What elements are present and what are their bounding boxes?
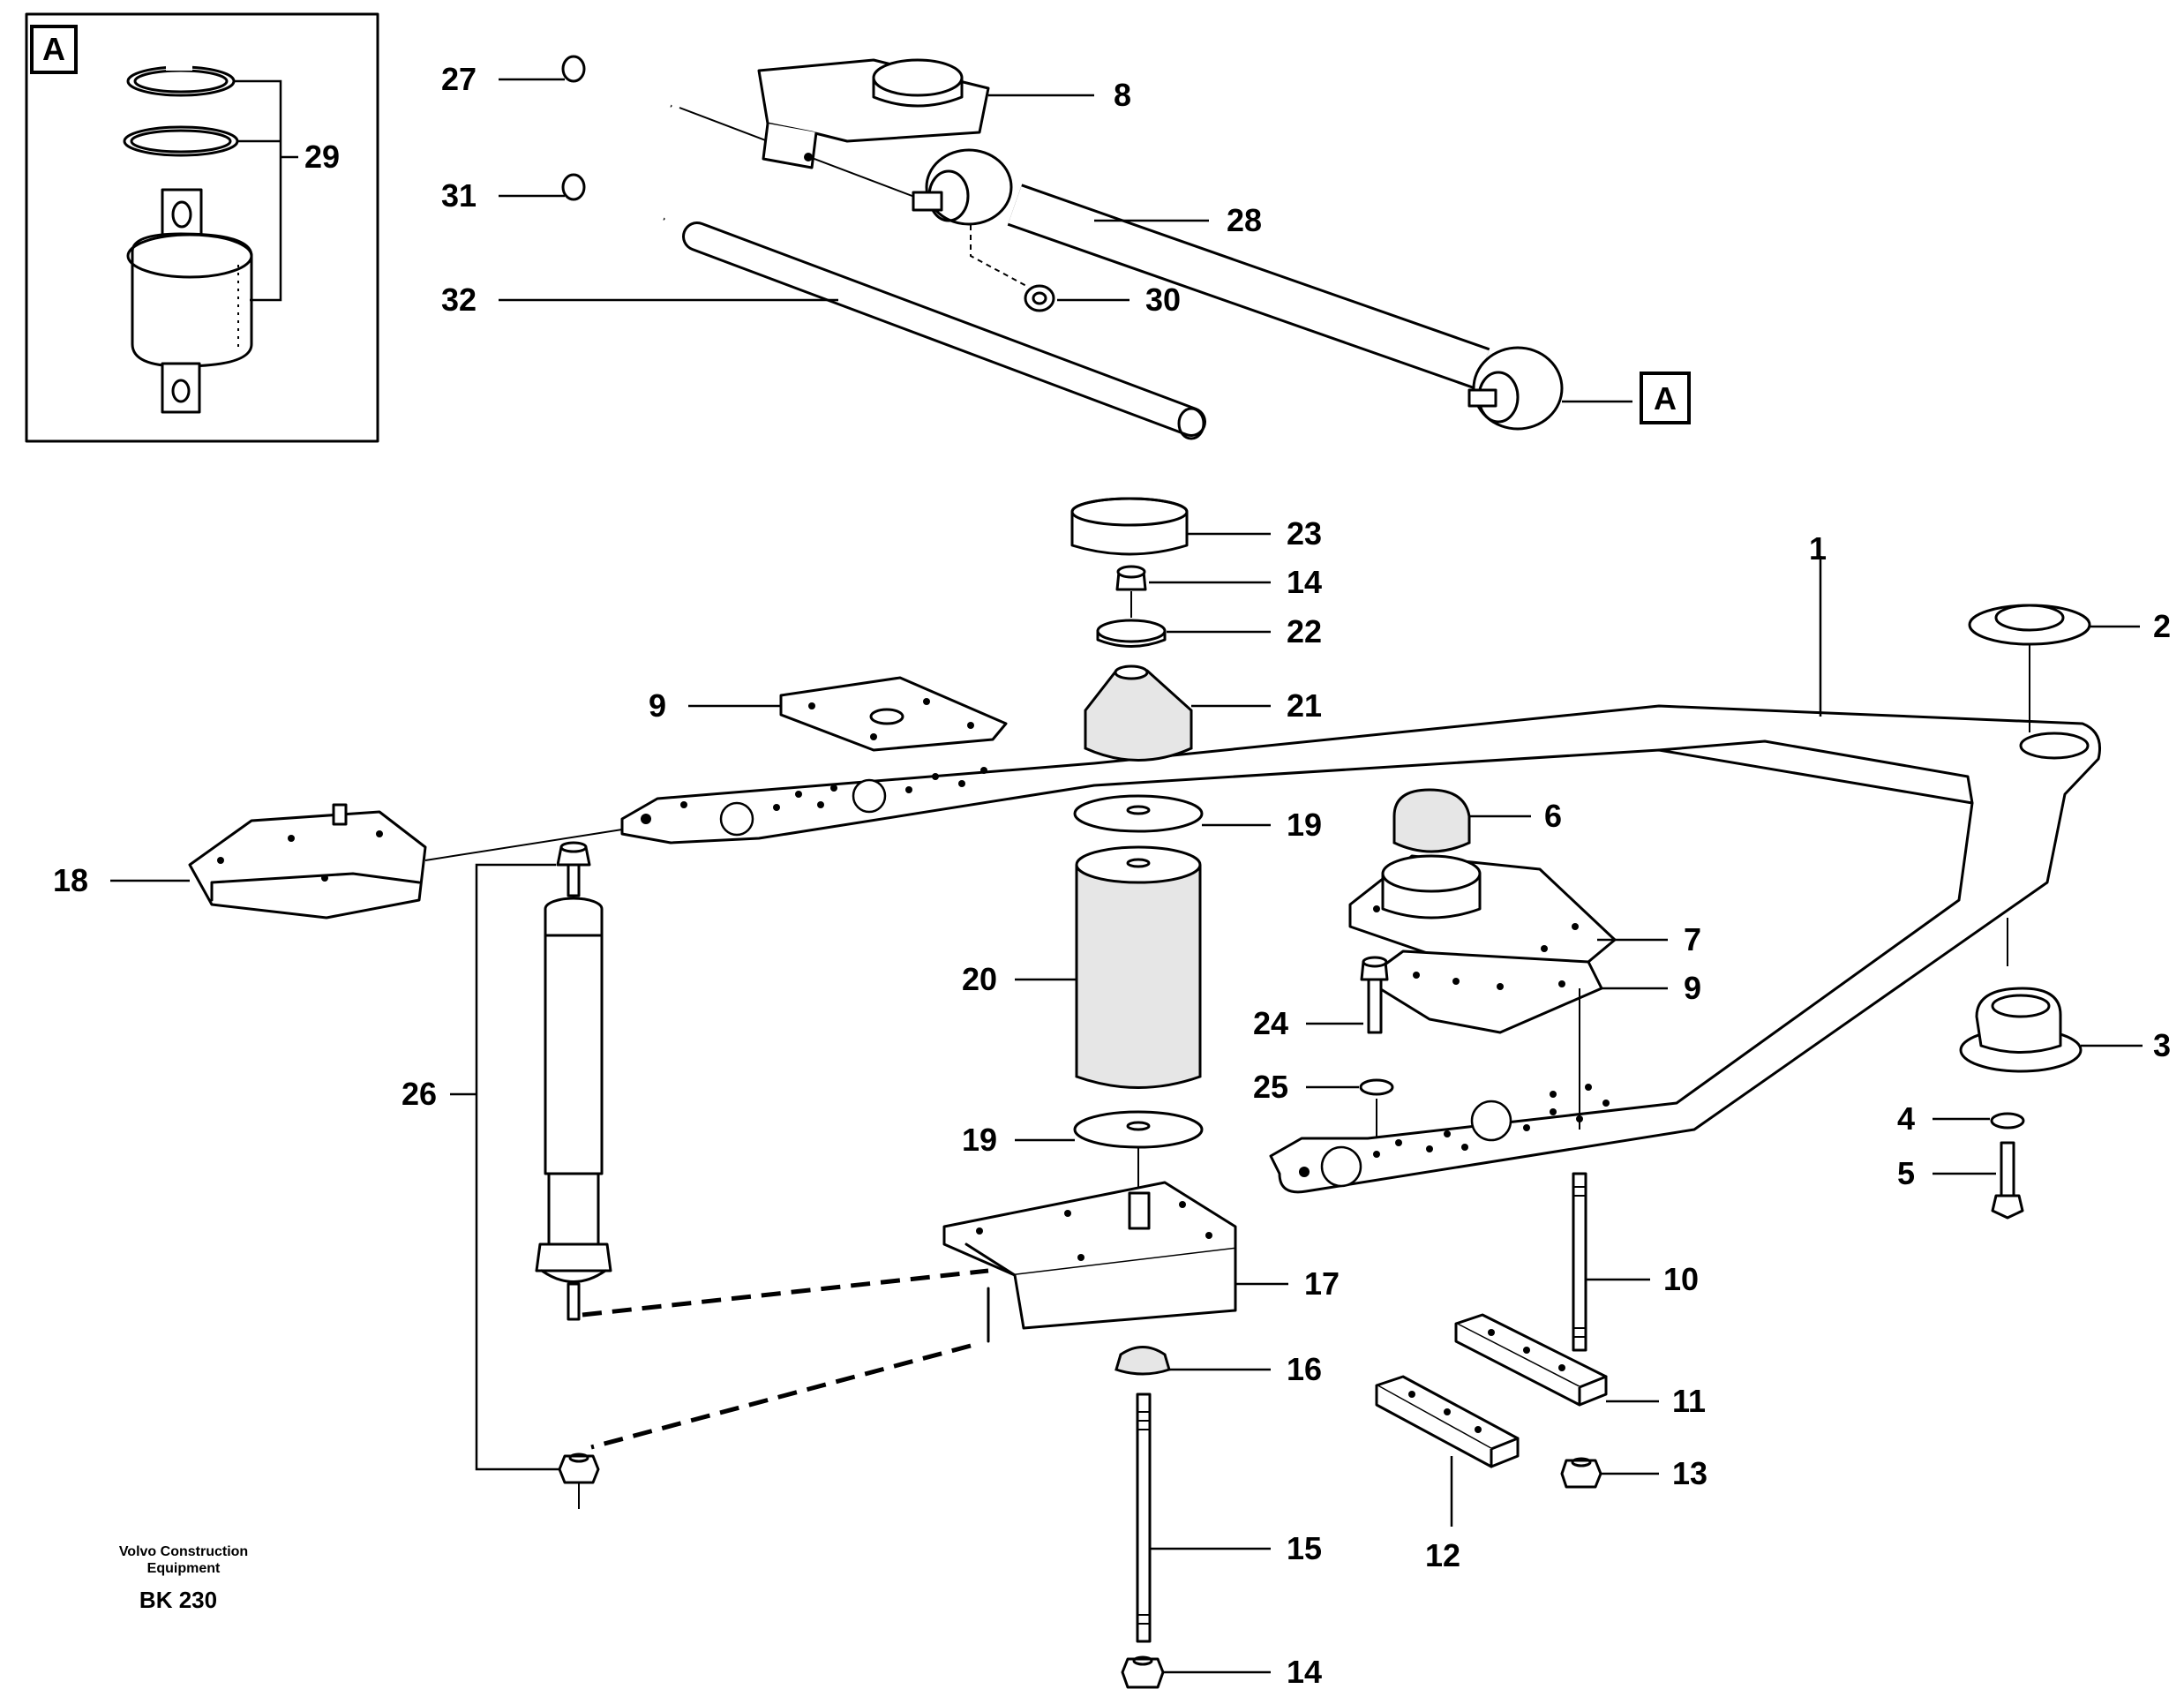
shock-nut-lower: [558, 1453, 600, 1484]
circlip-ring: [126, 64, 236, 97]
part-label-4: 4: [1897, 1100, 1915, 1137]
part-label-10: 10: [1663, 1261, 1699, 1297]
part-label-2: 2: [2153, 608, 2171, 644]
part-label-28: 28: [1227, 202, 1262, 238]
mount-plate-7: [1348, 854, 1617, 977]
part-label-1: 1: [1809, 530, 1827, 567]
rubber-cone-21: [1084, 664, 1193, 762]
part-label-18: 18: [53, 862, 88, 898]
part-label-8: 8: [1114, 77, 1131, 113]
footer-code: BK 230: [139, 1587, 217, 1613]
callout-label-a: A: [1654, 380, 1677, 417]
part-label-16: 16: [1287, 1351, 1322, 1387]
rubber-mount-3: [1959, 987, 2083, 1073]
part-label-13: 13: [1672, 1455, 1707, 1491]
nut-14-upper: [1115, 565, 1147, 591]
part-label-21: 21: [1287, 687, 1322, 724]
mounting-bracket-8: [757, 58, 990, 169]
part-label-29: 29: [304, 139, 340, 175]
part-label-5: 5: [1897, 1155, 1915, 1191]
part-label-25: 25: [1253, 1069, 1288, 1105]
part-label-9-lower: 9: [1684, 970, 1701, 1006]
inset-label: A: [42, 31, 65, 67]
part-label-19-lower: 19: [962, 1122, 997, 1158]
o-ring: [123, 125, 239, 157]
washer-4: [1990, 1112, 2025, 1130]
washer-25: [1359, 1078, 1394, 1096]
bracket-17: [942, 1181, 1237, 1330]
bolt-31: [561, 173, 665, 221]
rubber-mount-6: [1392, 788, 1471, 853]
part-label-20: 20: [962, 961, 997, 997]
bolt-24: [1360, 956, 1389, 1034]
part-label-12: 12: [1425, 1537, 1460, 1573]
cap-23: [1070, 497, 1189, 556]
washer-22: [1096, 619, 1167, 648]
rubber-bushing: [126, 188, 253, 414]
rubber-spring-20: [1075, 845, 1202, 1089]
part-label-31: 31: [441, 177, 477, 214]
disc-19-upper: [1073, 794, 1204, 833]
inset-detail-a: A 29: [25, 12, 379, 443]
part-label-14-upper: 14: [1287, 564, 1322, 600]
rod-32: [682, 221, 1206, 440]
bolt-27: [561, 55, 672, 109]
part-label-14-lower: 14: [1287, 1654, 1322, 1690]
footer-company-line2: Equipment: [147, 1561, 221, 1576]
part-label-11: 11: [1672, 1383, 1706, 1419]
part-label-24: 24: [1253, 1005, 1288, 1041]
channel-clamp-11: [1454, 1313, 1608, 1407]
part-label-17: 17: [1304, 1265, 1340, 1302]
plate-9-upper: [779, 676, 1008, 752]
bracket-18: [188, 803, 427, 920]
footer-block: Volvo Construction Equipment BK 230: [119, 1544, 248, 1613]
part-label-22: 22: [1287, 613, 1322, 649]
a-frame-1: [620, 704, 2101, 1194]
shock-absorber-26: [535, 841, 990, 1450]
part-label-6: 6: [1544, 798, 1562, 834]
footer-company-line1: Volvo Construction: [119, 1544, 248, 1559]
plate-9-lower: [1375, 950, 1603, 1034]
rubber-buffer-16: [1115, 1346, 1171, 1376]
channel-clamp-12: [1375, 1375, 1520, 1468]
part-label-3: 3: [2153, 1027, 2171, 1063]
nut-14-lower: [1121, 1655, 1165, 1689]
part-label-9-upper: 9: [649, 687, 666, 724]
torque-rod-28: [912, 148, 1564, 431]
part-label-19-upper: 19: [1287, 807, 1322, 843]
part-label-7: 7: [1684, 921, 1701, 957]
part-label-30: 30: [1145, 281, 1181, 318]
part-label-23: 23: [1287, 515, 1322, 552]
disc-19-lower: [1073, 1110, 1204, 1149]
nut-13: [1560, 1457, 1602, 1489]
stud-10: [1572, 1172, 1587, 1352]
bolt-5: [1991, 1141, 2024, 1220]
stud-15: [1136, 1392, 1152, 1643]
part-label-27: 27: [441, 61, 477, 97]
nut-30: [1024, 284, 1055, 312]
part-label-26: 26: [402, 1076, 437, 1112]
cup-washer-2: [1968, 604, 2091, 646]
part-label-32: 32: [441, 281, 477, 318]
part-label-15: 15: [1287, 1530, 1322, 1566]
